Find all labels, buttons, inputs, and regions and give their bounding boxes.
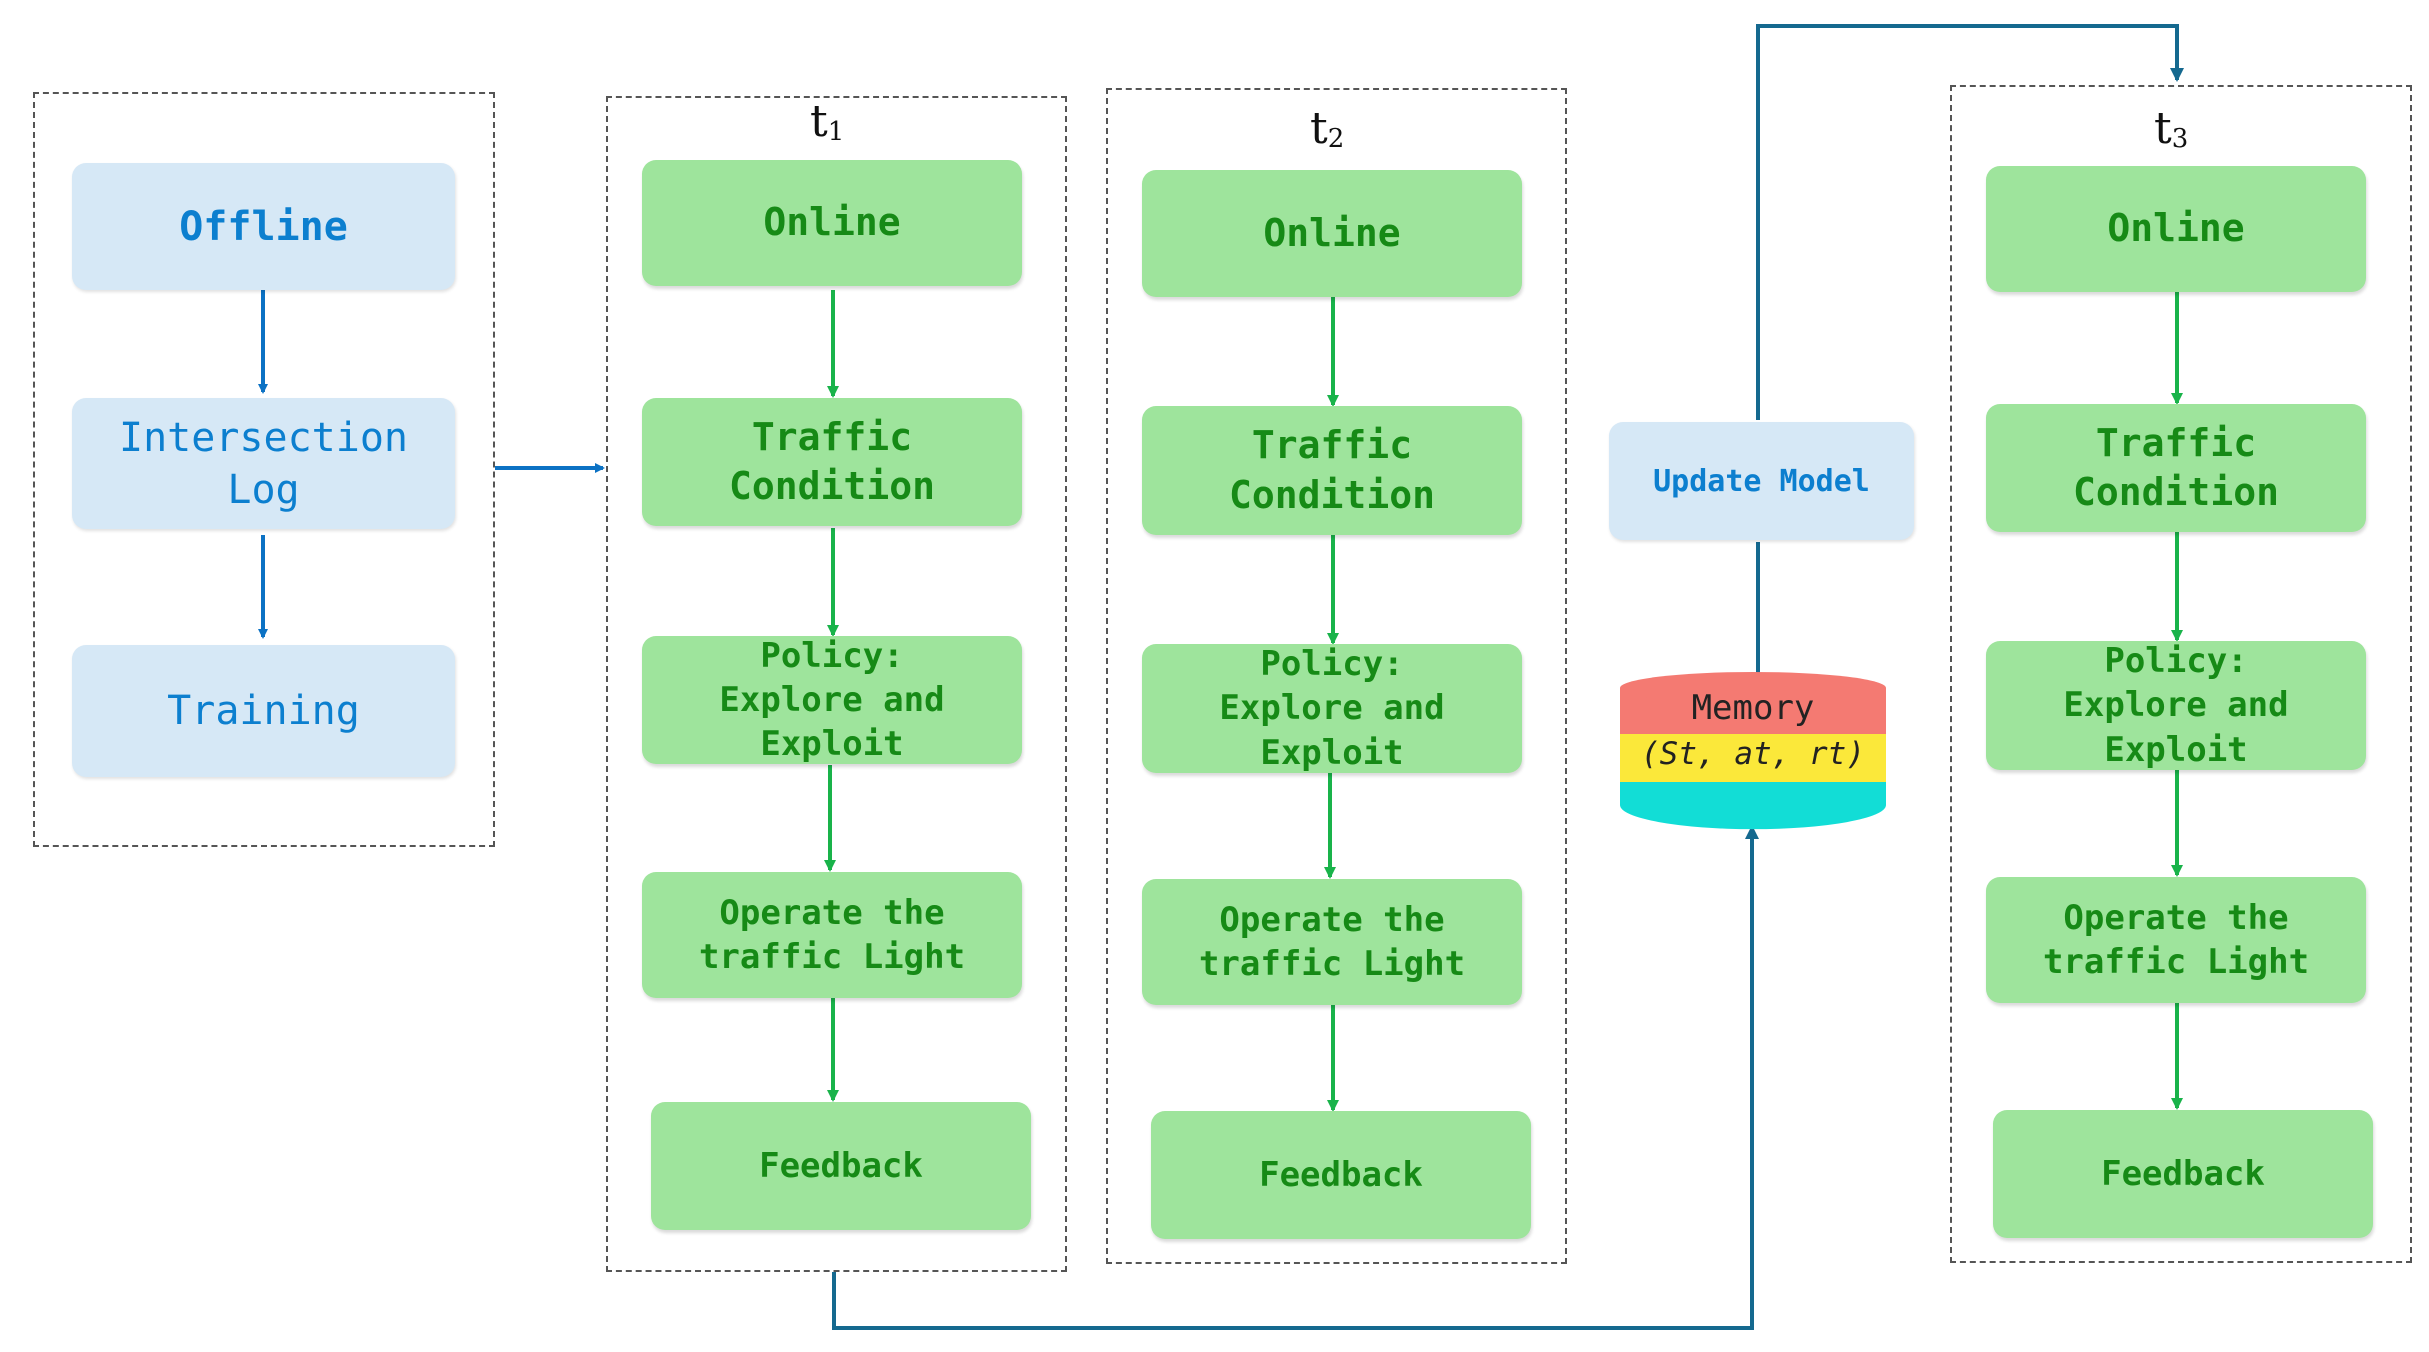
intersection-log-box: Intersection Log [72,398,455,529]
t1-feedback-box: Feedback [651,1102,1031,1230]
arrow-t1-to-memory [832,825,1759,1330]
memory-tuple: (St, at, rt) [1641,736,1865,772]
memory-cylinder [1620,672,1886,830]
training-box: Training [72,645,455,777]
t3-feedback-box: Feedback [1993,1110,2373,1238]
offline-box: Offline [72,163,455,290]
t1-traffic-condition-box: Traffic Condition [642,398,1022,526]
t2-operate-box: Operate the traffic Light [1142,879,1522,1005]
t2-label: t2 [1310,103,1345,154]
t1-panel [606,96,1067,1272]
t3-online-box: Online [1986,166,2366,292]
t3-label: t3 [2154,103,2189,154]
t1-operate-box: Operate the traffic Light [642,872,1022,998]
update-model-box: Update Model [1609,422,1914,540]
offline-panel [33,92,495,847]
t3-panel [1950,85,2412,1263]
t2-policy-box: Policy: Explore and Exploit [1142,644,1522,773]
t3-operate-box: Operate the traffic Light [1986,877,2366,1003]
t3-policy-box: Policy: Explore and Exploit [1986,641,2366,770]
arrow-update-to-t3 [1756,24,2184,420]
t1-policy-box: Policy: Explore and Exploit [642,636,1022,764]
t3-traffic-condition-box: Traffic Condition [1986,404,2366,532]
t2-online-box: Online [1142,170,1522,297]
t1-label: t1 [810,96,845,147]
t2-panel [1106,88,1567,1264]
t2-feedback-box: Feedback [1151,1111,1531,1239]
t1-online-box: Online [642,160,1022,286]
memory-title: Memory [1691,688,1815,728]
t2-traffic-condition-box: Traffic Condition [1142,406,1522,535]
